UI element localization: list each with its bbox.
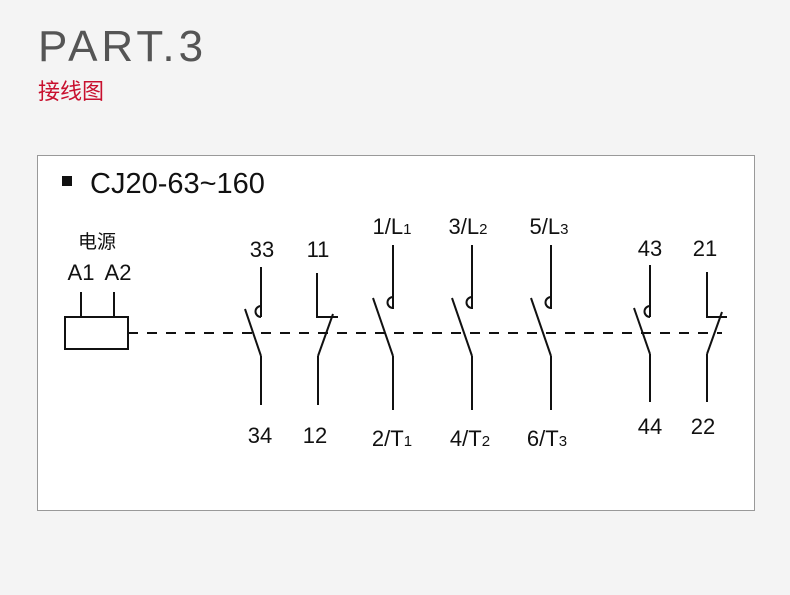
bullet-icon	[62, 176, 72, 187]
terminal-a1: A1	[68, 260, 95, 285]
contact-11-12: 11 12	[303, 237, 338, 448]
section-subtitle: 接线图	[38, 80, 105, 105]
contact-l2-t2: 3/L2 4/T2	[449, 214, 491, 451]
svg-text:6/T3: 6/T3	[527, 426, 567, 451]
svg-text:22: 22	[691, 414, 715, 439]
svg-text:11: 11	[307, 237, 330, 262]
svg-text:43: 43	[638, 236, 662, 261]
coil-label: 电源	[78, 231, 116, 253]
contact-21-22: 21 22	[691, 236, 727, 439]
svg-text:5/L3: 5/L3	[530, 214, 569, 239]
section-title: PART.3	[38, 22, 208, 71]
contact-33-34: 33 34	[244, 237, 274, 448]
svg-text:2/T1: 2/T1	[372, 426, 412, 451]
svg-text:34: 34	[248, 423, 272, 448]
svg-text:12: 12	[303, 423, 327, 448]
svg-text:1/L1: 1/L1	[373, 214, 412, 239]
svg-text:3/L2: 3/L2	[449, 214, 488, 239]
svg-text:21: 21	[693, 236, 717, 261]
model-name: CJ20-63~160	[90, 168, 265, 200]
terminal-a2: A2	[105, 260, 132, 285]
model-heading: CJ20-63~160	[62, 168, 265, 201]
svg-text:33: 33	[250, 237, 274, 262]
svg-text:44: 44	[638, 414, 662, 439]
contact-l3-t3: 5/L3 6/T3	[527, 214, 569, 451]
coil: 电源 A1 A2	[64, 231, 132, 350]
contact-43-44: 43 44	[633, 236, 662, 439]
svg-text:4/T2: 4/T2	[450, 426, 490, 451]
contact-l1-t1: 1/L1 2/T1	[372, 214, 412, 451]
